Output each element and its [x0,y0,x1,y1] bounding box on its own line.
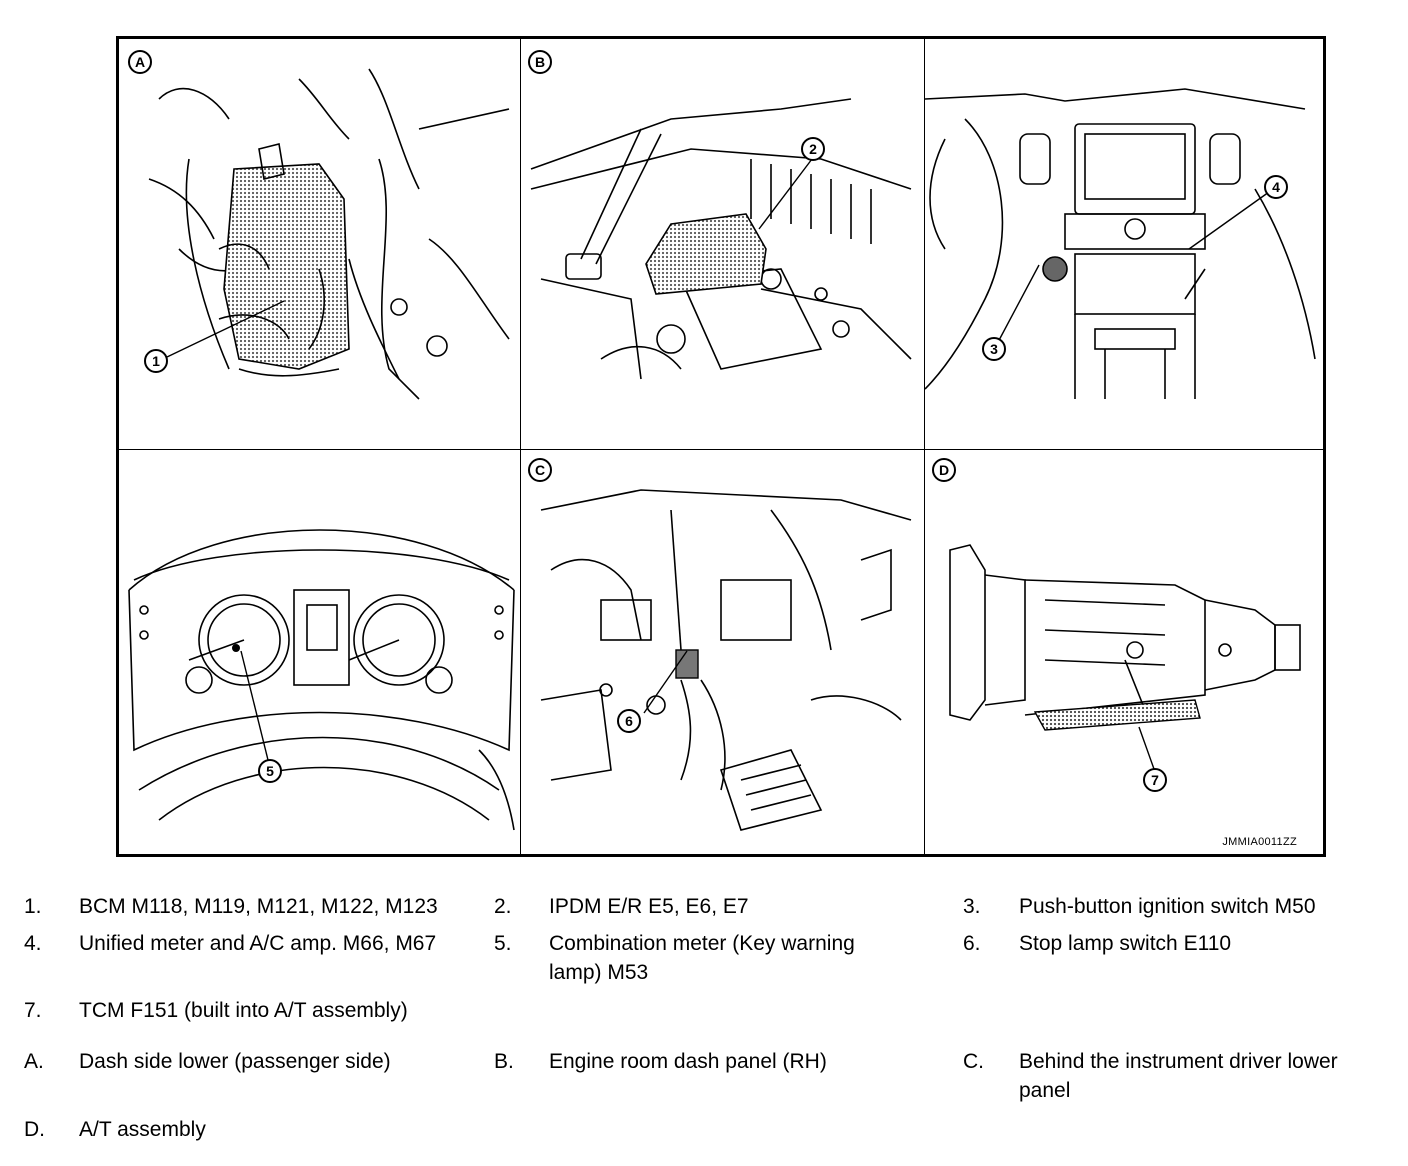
panel-c [521,450,924,857]
panel-label-b: B [527,49,553,79]
svg-text:A: A [135,54,145,70]
svg-text:4: 4 [1272,179,1280,195]
instrument-cluster-illustration [128,529,515,831]
svg-text:1: 1 [152,353,160,369]
grid-divider [119,449,1323,450]
callout-4: 4 [1263,174,1289,205]
legend-text: Combination meter (Key warning lamp) M53 [549,932,855,984]
legend-text: Stop lamp switch E110 [1019,932,1232,955]
grid-divider [520,39,521,854]
svg-text:6: 6 [625,713,633,729]
panel-label-c: C [527,457,553,487]
engine-room-illustration [530,98,912,380]
legend-text: IPDM E/R E5, E6, E7 [549,895,749,918]
panel-label-a: A [127,49,153,79]
svg-text:D: D [939,462,949,478]
callout-5: 5 [257,758,283,789]
legend-letter: D. [24,1118,45,1141]
legend-letter: C. [963,1050,984,1073]
center-console-illustration [925,88,1316,399]
legend-text: Behind the instrument driver lower panel [1019,1050,1338,1102]
callout-1: 1 [143,348,169,379]
legend-text: Push-button ignition switch M50 [1019,895,1316,918]
svg-text:B: B [535,54,545,70]
panel-b [521,39,924,449]
component-location-figure: A B C D 1 2 3 4 5 6 7 [116,36,1326,857]
legend-text: BCM M118, M119, M121, M122, M123 [79,895,438,918]
callout-3: 3 [981,336,1007,367]
svg-text:3: 3 [990,341,998,357]
legend-text: Unified meter and A/C amp. M66, M67 [79,932,437,955]
legend-number: 3. [963,895,981,918]
panel-d [925,450,1326,857]
driver-lower-panel-illustration [540,489,912,831]
legend-number: 4. [24,932,42,955]
legend-letter: B. [494,1050,514,1073]
legend-number: 7. [24,999,42,1022]
at-assembly-illustration [949,544,1301,731]
svg-text:7: 7 [1151,772,1159,788]
panel-instrument-cluster [119,450,520,857]
figure-id: JMMIA0011ZZ [1222,836,1297,848]
legend-number: 2. [494,895,512,918]
legend-text: Engine room dash panel (RH) [549,1050,827,1073]
svg-text:2: 2 [809,141,817,157]
legend-number: 1. [24,895,42,918]
dash-side-lower-illustration [148,68,510,400]
legend-number: 6. [963,932,981,955]
legend-text: TCM F151 (built into A/T assembly) [79,999,408,1022]
legend-text: Dash side lower (passenger side) [79,1050,391,1073]
panel-label-d: D [931,457,957,487]
callout-2: 2 [800,136,826,167]
legend-text: A/T assembly [79,1118,206,1141]
svg-text:C: C [535,462,545,478]
panel-center-console [925,39,1326,449]
panel-a [119,39,520,449]
legend-letter: A. [24,1050,44,1073]
legend-number: 5. [494,932,512,955]
callout-6: 6 [616,708,642,739]
grid-divider [924,39,925,854]
callout-7: 7 [1142,767,1168,798]
svg-text:5: 5 [266,763,274,779]
